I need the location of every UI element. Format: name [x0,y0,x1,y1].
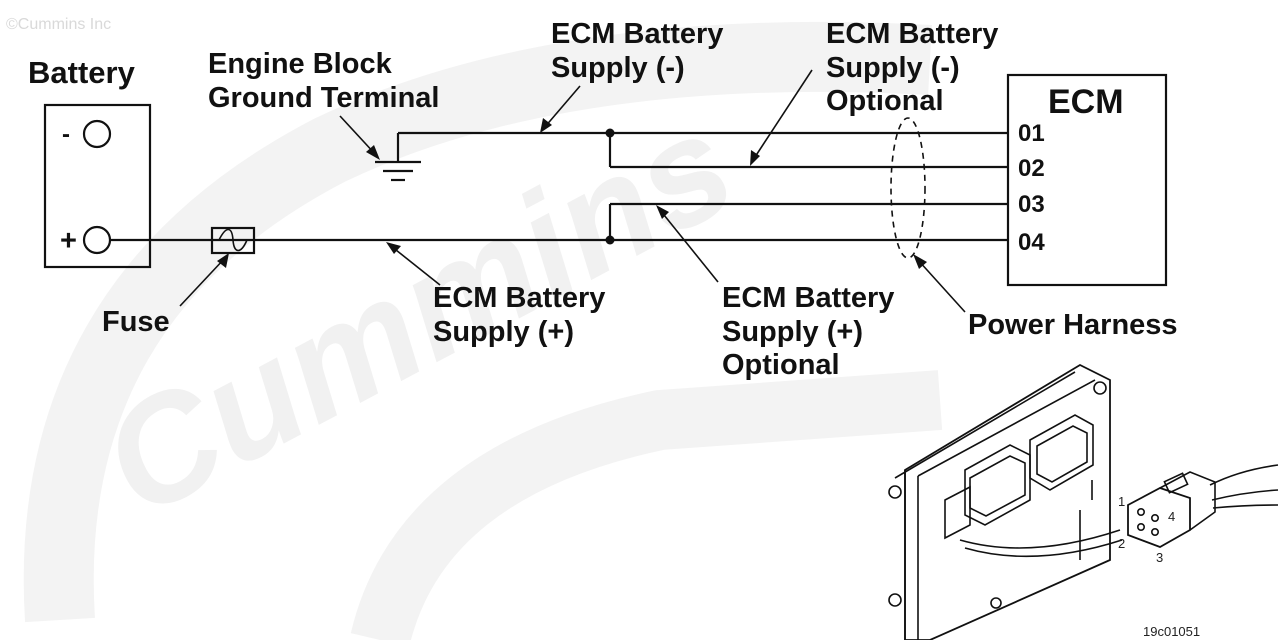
connector-pin-3: 3 [1156,550,1163,565]
supply-negative-optional-label-line3: Optional [826,85,944,117]
figure-id: 19c01051 [1143,624,1200,639]
fuse-label: Fuse [102,306,170,338]
supply-negative-label-line2: Supply (-) [551,52,685,84]
connector-pin-4: 4 [1168,509,1175,524]
battery-label: Battery [28,55,136,90]
supply-negative-label-line1: ECM Battery [551,18,723,50]
ecm-illustration [888,363,1123,640]
ecm-pin-03: 03 [1018,191,1045,218]
fuse-leader [179,253,229,307]
supply-negative-optional-label-line2: Supply (-) [826,52,960,84]
ecm-pin-04: 04 [1018,229,1045,256]
supply-positive-optional-label-line2: Supply (+) [722,316,863,348]
supply-positive-label-line1: ECM Battery [433,282,605,314]
battery-box [43,103,152,269]
supply-positive-optional-label-line1: ECM Battery [722,282,894,314]
battery-positive-terminal [82,225,112,255]
ecm-label: ECM [1048,83,1124,121]
fuse-symbol [210,226,256,255]
ground-terminal-label-line1: Engine Block [208,48,393,80]
supply-positive-optional-leader [656,205,719,283]
power-harness-connector: 1 2 3 4 [1118,464,1279,565]
supply-negative-optional-label-line1: ECM Battery [826,18,998,50]
power-harness-ellipse [890,117,926,259]
ground-symbol [375,133,421,182]
connector-pin-1: 1 [1118,494,1125,509]
supply-positive-label-line2: Supply (+) [433,316,574,348]
battery-negative-terminal [82,119,112,149]
supply-positive-optional-label-line3: Optional [722,349,840,381]
ecm-pin-01: 01 [1018,120,1045,147]
supply-positive-leader [386,242,441,286]
wire-supply-negative-optional [605,128,1008,169]
connector-pin-2: 2 [1118,536,1125,551]
supply-negative-leader [540,85,581,133]
battery-positive-sign: + [60,225,77,257]
battery-negative-sign: - [62,121,70,148]
power-harness-label: Power Harness [968,309,1178,341]
ground-terminal-label-line2: Ground Terminal [208,82,439,114]
ecm-pin-02: 02 [1018,155,1045,182]
power-harness-leader [913,254,966,313]
ground-terminal-leader [339,115,380,160]
ecm-box [1006,73,1168,287]
supply-negative-optional-leader [750,69,813,166]
copyright: ©Cummins Inc [6,16,111,33]
